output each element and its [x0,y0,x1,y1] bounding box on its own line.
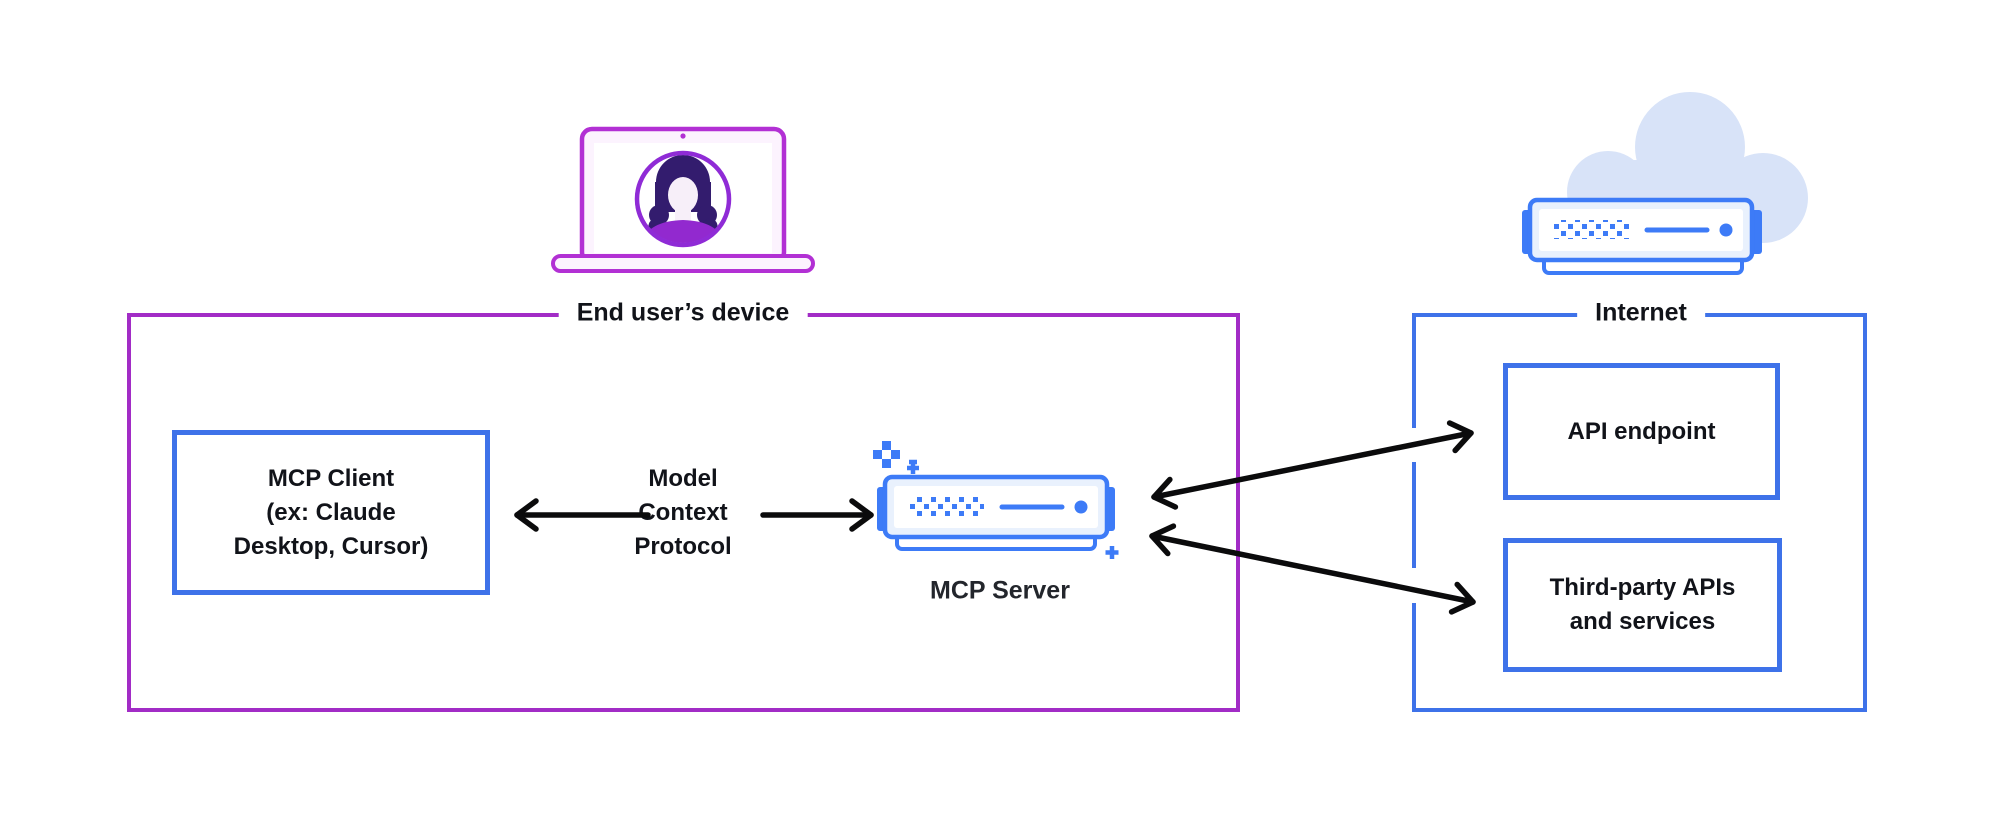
internet-group-label: Internet [1577,299,1705,327]
webcam-dot [680,133,686,139]
internet-server-icon [1522,197,1762,275]
mcp-server-label: MCP Server [930,576,1070,605]
model-context-protocol-label: Model Context Protocol [634,465,732,560]
third-party-apis-box: Third-party APIs and services [1503,538,1782,672]
laptop-icon [551,126,815,273]
cloud-icon [1567,92,1808,243]
avatar [634,150,732,248]
device-group-label: End user’s device [558,299,808,327]
api-endpoint-box: API endpoint [1503,363,1780,500]
mcp-client-box: MCP Client (ex: Claude Desktop, Cursor) [172,430,490,595]
